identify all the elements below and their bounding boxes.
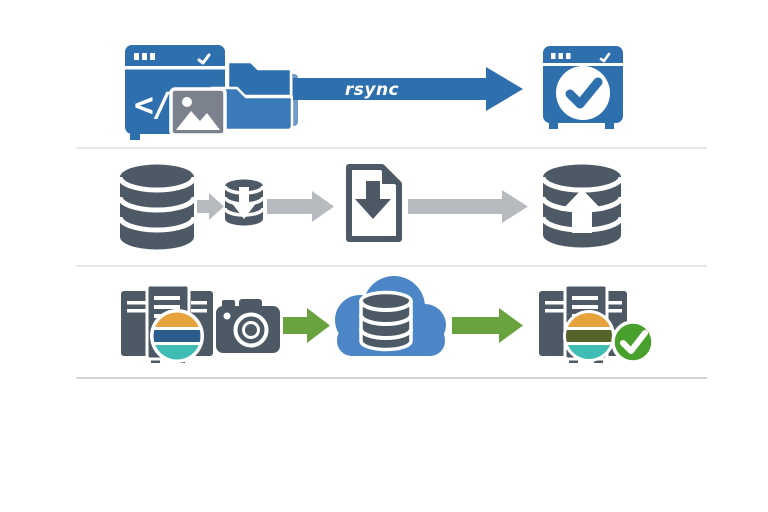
file-download-icon <box>346 164 402 242</box>
check-icon <box>565 77 603 109</box>
row-snapshot-restore <box>121 276 655 364</box>
folded-corner <box>382 167 399 184</box>
check-circle-icon <box>611 320 655 364</box>
elasticsearch-cluster-icon <box>121 283 213 363</box>
upload-arrow-icon <box>561 189 603 233</box>
arrow-right-icon <box>197 193 224 220</box>
database-download-icon <box>223 179 265 226</box>
lens-icon <box>233 312 269 348</box>
arrow-right-icon <box>452 308 523 343</box>
database-upload-icon <box>540 164 624 248</box>
rsync-arrow-icon: rsync <box>293 67 523 111</box>
download-arrow-icon <box>231 187 257 219</box>
row-file-sync: </> rsync <box>125 45 623 140</box>
checked-window-icon <box>543 46 623 129</box>
cloud-database-icon <box>335 276 446 356</box>
folder-icon <box>210 60 298 132</box>
elasticsearch-logo-icon <box>563 310 615 362</box>
sun-icon <box>182 97 192 107</box>
database-icon <box>117 164 197 250</box>
arrow-right-icon <box>267 191 334 222</box>
rsync-label: rsync <box>345 80 399 100</box>
camera-icon <box>216 299 280 353</box>
titlebar-check-icon <box>599 52 611 63</box>
arrow-right-icon <box>283 308 330 343</box>
arrow-right-icon <box>408 190 528 223</box>
mountains-icon <box>176 111 220 130</box>
elasticsearch-cluster-check-icon <box>539 283 655 364</box>
titlebar-check-icon <box>197 53 211 65</box>
elasticsearch-logo-icon <box>150 309 204 363</box>
image-icon <box>169 87 227 137</box>
download-arrow-icon <box>355 181 391 219</box>
row-database-transfer <box>117 164 624 250</box>
